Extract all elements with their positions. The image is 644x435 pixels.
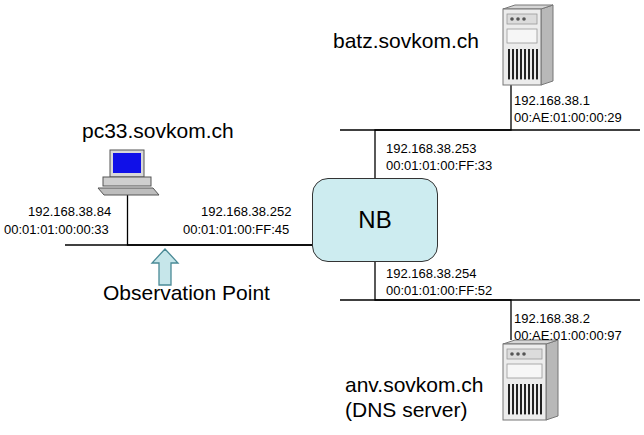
- server-led: [510, 17, 514, 21]
- computer-base: [103, 177, 151, 186]
- server-grille: [524, 49, 526, 79]
- address-label: 192.168.38.1: [514, 93, 590, 108]
- server-grille: [512, 384, 514, 414]
- network-link: [128, 195, 313, 245]
- server-front: [503, 344, 546, 420]
- server-drive: [507, 29, 537, 43]
- address-label: 00:01:01:00:FF:52: [386, 283, 492, 298]
- server-grille: [532, 384, 534, 414]
- server-led: [516, 17, 520, 21]
- server-grille: [508, 384, 510, 414]
- server-side: [541, 5, 553, 85]
- server-grille: [536, 384, 538, 414]
- server-grille: [528, 49, 530, 79]
- server-grille: [508, 49, 510, 79]
- node-label: NB: [358, 206, 391, 234]
- server-drive: [507, 364, 542, 378]
- address-label: 00:AE:01:00:00:29: [514, 110, 622, 125]
- server-led: [516, 352, 520, 356]
- server-icon: [503, 5, 553, 85]
- server-grille: [520, 384, 522, 414]
- segment-bus: [340, 299, 640, 300]
- network-link: [375, 85, 511, 178]
- server-panel: [507, 14, 537, 24]
- host-name: pc33.sovkom.ch: [82, 118, 234, 143]
- host-name: anv.sovkom.ch (DNS server): [345, 372, 510, 422]
- address-label: 00:AE:01:00:00:97: [514, 328, 622, 343]
- server-led: [510, 352, 514, 356]
- server-grille: [528, 384, 530, 414]
- address-label: 192.168.38.253: [386, 141, 476, 156]
- server-top: [503, 5, 553, 9]
- address-label: 192.168.38.254: [386, 266, 476, 281]
- server-grille: [512, 49, 514, 79]
- server-grille: [540, 384, 542, 414]
- server-icon: [503, 340, 558, 420]
- server-grille: [516, 49, 518, 79]
- host-name: batz.sovkom.ch: [333, 28, 479, 53]
- server-front: [503, 9, 541, 85]
- observation-label: Observation Point: [103, 280, 270, 305]
- server-side: [546, 340, 558, 420]
- segment-bus: [65, 244, 312, 245]
- address-label: 00:01:01:00:00:33: [4, 222, 109, 237]
- address-label: 00:01:01:00:FF:45: [183, 222, 289, 237]
- keyboard: [98, 188, 159, 195]
- server-grille: [520, 49, 522, 79]
- address-label: 192.168.38.84: [28, 204, 111, 219]
- workstation-node: pc33.sovkom.ch: [95, 150, 160, 195]
- address-label: 00:01:01:00:FF:33: [386, 158, 492, 173]
- server-grille: [536, 49, 538, 79]
- server-node: anv.sovkom.ch (DNS server): [503, 340, 558, 420]
- address-label: 192.168.38.2: [514, 311, 590, 326]
- monitor-screen: [113, 153, 141, 173]
- server-grille: [532, 49, 534, 79]
- observation-arrow: [152, 249, 178, 285]
- segment-bus: [340, 129, 640, 130]
- server-led: [522, 17, 526, 21]
- monitor-frame: [110, 150, 144, 177]
- computer-icon: [95, 150, 160, 195]
- server-led: [522, 352, 526, 356]
- address-label: 192.168.38.252: [201, 204, 291, 219]
- network-link: [375, 262, 511, 340]
- server-node: batz.sovkom.ch: [503, 5, 553, 85]
- server-panel: [507, 349, 542, 359]
- router-box: NB: [312, 178, 438, 262]
- server-grille: [516, 384, 518, 414]
- server-grille: [524, 384, 526, 414]
